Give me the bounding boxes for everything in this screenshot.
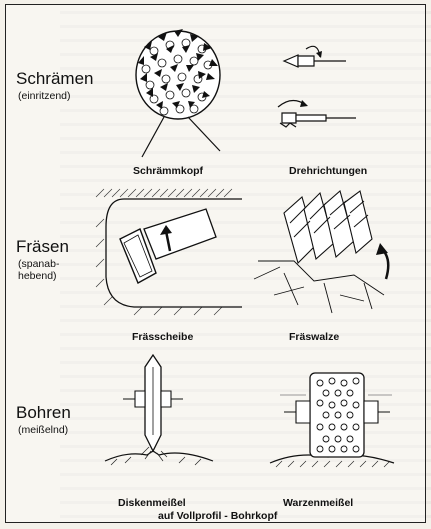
milling-disc-icon [94, 187, 244, 322]
caption-fraswalze: Fräswalze [289, 331, 339, 343]
section-title-schraemen: Schrämen [16, 69, 93, 89]
caption-schraemmkopf: Schrämmkopf [133, 165, 203, 177]
disc-cutter-icon [101, 351, 221, 473]
milling-roller-icon [254, 183, 404, 323]
section-subtitle-bohren: (meißelnd) [18, 424, 68, 436]
rotation-direction-icon [276, 23, 366, 135]
caption-drehrichtungen: Drehrichtungen [289, 165, 367, 177]
cutting-head-icon [124, 17, 234, 165]
section-title-fraesen: Fräsen [16, 237, 69, 257]
figure-frame: Schrämen (einritzend) Fräsen (spanab- he… [5, 4, 426, 523]
caption-frasscheibe: Frässcheibe [132, 331, 193, 343]
caption-footer: auf Vollprofil - Bohrkopf [158, 510, 277, 522]
button-bit-icon [268, 367, 396, 477]
section-subtitle-fraesen: (spanab- hebend) [18, 258, 59, 282]
caption-diskenmeissel: Diskenmeißel [118, 497, 186, 509]
section-title-bohren: Bohren [16, 403, 71, 423]
section-subtitle-schraemen: (einritzend) [18, 90, 71, 102]
caption-warzenmeissel: Warzenmeißel [283, 497, 353, 509]
